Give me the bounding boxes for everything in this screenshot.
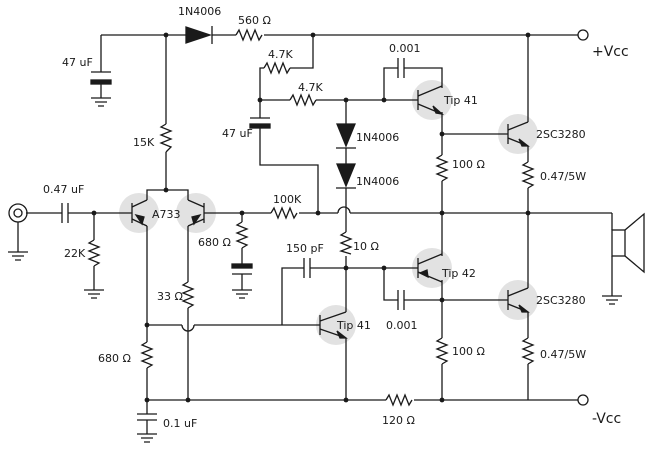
label-q-2sc3280-bot: 2SC3280 (536, 294, 586, 307)
capacitor-047uf (61, 203, 69, 223)
label-r22k: 22K (64, 247, 86, 260)
transistor-2sc3280-bot (507, 287, 530, 313)
label-r33: 33 Ω (157, 290, 183, 303)
label-r680-a: 680 Ω (198, 236, 231, 249)
label-c0001-bot: 0.001 (386, 319, 418, 332)
resistor-680-b (140, 341, 154, 369)
label-r120: 120 Ω (382, 414, 415, 427)
capacitor-electrolytic-680 (231, 263, 253, 275)
resistor-22k (87, 239, 101, 267)
resistors (87, 28, 535, 407)
label-c47-top: 47 uF (62, 56, 93, 69)
wiring (26, 34, 612, 434)
label-r560: 560 Ω (238, 14, 271, 27)
resistor-100k (270, 206, 298, 220)
input-jack (8, 203, 28, 252)
resistor-100-top (435, 154, 449, 182)
transistors (131, 85, 530, 339)
resistor-560 (235, 28, 263, 42)
transistor-tip41-low (319, 311, 348, 339)
resistor-100-bot (435, 337, 449, 365)
label-r100k: 100K (273, 193, 302, 206)
diodes (185, 26, 356, 189)
ground-symbol (602, 295, 622, 305)
label-re-top: 0.47/5W (540, 170, 586, 183)
label-r100-bot: 100 Ω (452, 345, 485, 358)
resistor-33 (181, 281, 195, 309)
transistor-a733-right (187, 199, 205, 227)
capacitors (61, 58, 405, 421)
ground-symbol (8, 251, 28, 261)
diode-top (185, 26, 213, 44)
label-r680-b: 680 Ω (98, 352, 131, 365)
ground-symbol (232, 289, 252, 299)
transistor-a733-left (131, 199, 148, 227)
label-c47-mid: 47 uF (222, 127, 253, 140)
diode-mid-1 (336, 123, 356, 149)
component-labels: 1N4006 560 Ω 47 uF 4.7K 4.7K 0.001 Tip 4… (43, 5, 629, 430)
label-r47-b: 4.7K (298, 81, 323, 94)
transistor-tip41-top (417, 85, 445, 116)
capacitor-0001-top (397, 58, 405, 78)
label-d3: 1N4006 (356, 175, 399, 188)
label-d2: 1N4006 (356, 131, 399, 144)
label-q-tip41-top: Tip 41 (443, 94, 478, 107)
junction-dots (91, 32, 531, 403)
diode-mid-2 (336, 163, 356, 189)
label-q-2sc3280-top: 2SC3280 (536, 128, 586, 141)
capacitor-47uf-mid (249, 117, 271, 129)
label-c0001-top: 0.001 (389, 42, 421, 55)
capacitor-01uf (137, 413, 157, 421)
label-r100-top: 100 Ω (452, 158, 485, 171)
supply-terminals (577, 29, 589, 406)
resistor-4k7-a (263, 61, 291, 75)
resistor-10 (339, 231, 353, 255)
transistor-tip42 (417, 253, 443, 283)
label-c150: 150 pF (286, 242, 324, 255)
label-r15k: 15K (133, 136, 155, 149)
capacitor-0001-bot (397, 290, 405, 310)
transistor-highlights (119, 80, 538, 345)
label-q-tip42: Tip 42 (441, 267, 476, 280)
resistor-15k (159, 123, 173, 153)
resistor-4k7-b (289, 93, 317, 107)
label-re-bot: 0.47/5W (540, 348, 586, 361)
label-c047: 0.47 uF (43, 183, 84, 196)
ground-symbol (84, 289, 104, 299)
resistor-047-bot (521, 337, 535, 365)
ground-symbol (137, 433, 157, 443)
resistor-680-a (235, 221, 249, 249)
speaker-icon (611, 212, 645, 296)
label-vcc-pos: +Vcc (592, 44, 629, 60)
label-q-tip41-low: Tip 41 (336, 319, 371, 332)
ground-symbol (91, 97, 111, 107)
resistor-047-top (521, 161, 535, 189)
resistor-120 (385, 393, 413, 407)
capacitor-150pf (303, 258, 311, 278)
label-vcc-neg: -Vcc (592, 411, 621, 427)
capacitor-47uf-top (90, 71, 112, 85)
label-r47-a: 4.7K (268, 48, 293, 61)
label-a733: A733 (152, 208, 181, 221)
label-r10: 10 Ω (353, 240, 379, 253)
label-c01: 0.1 uF (163, 417, 197, 430)
transistor-2sc3280-top (507, 121, 530, 147)
label-d1: 1N4006 (178, 5, 221, 18)
